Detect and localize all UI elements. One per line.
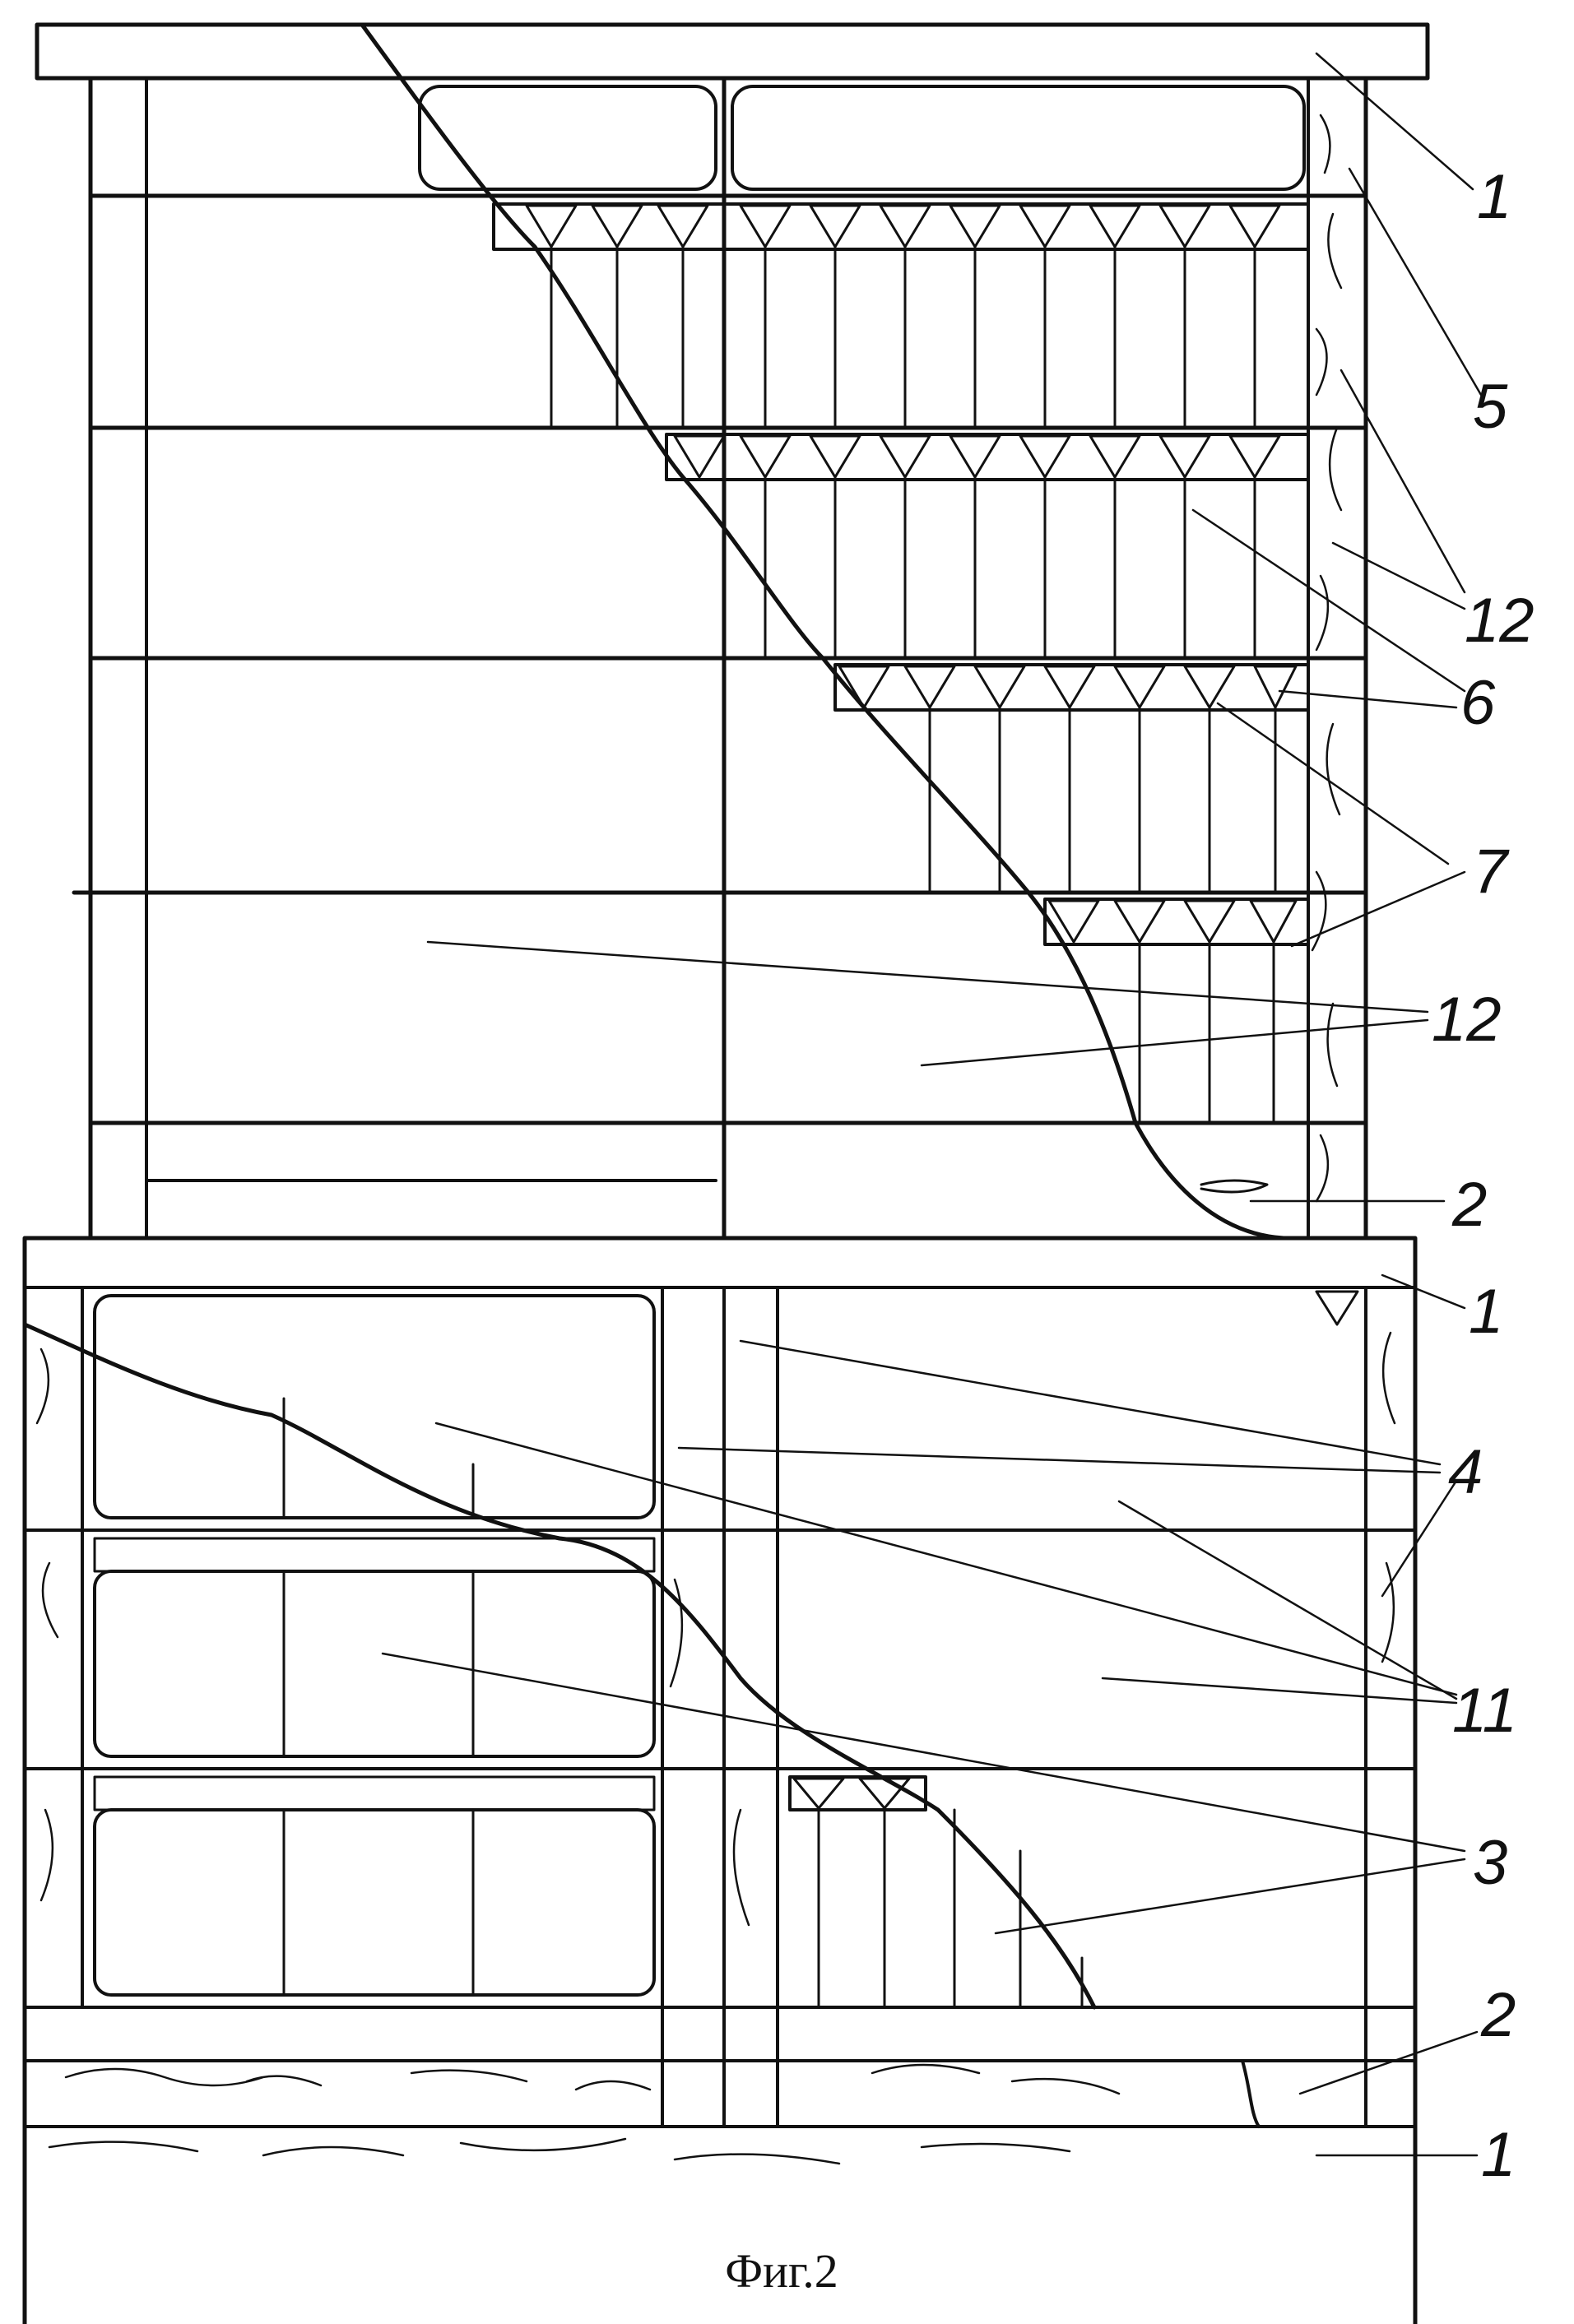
ref-11: 11 (1452, 1676, 1517, 1746)
ref-6: 6 (1460, 668, 1496, 738)
upper-body (35, 22, 1430, 1241)
lower-frame (22, 1236, 1418, 2324)
insulation-pillow-left (418, 85, 717, 191)
frames-row-1 (492, 202, 1310, 429)
ref-1-middle: 1 (1469, 1277, 1503, 1347)
frames-row-3 (833, 663, 1310, 894)
wood-texture-upper (1311, 114, 1343, 1203)
ref-2-lower: 2 (1480, 1980, 1516, 2050)
ref-1-top: 1 (1477, 162, 1511, 232)
ref-5: 5 (1473, 372, 1508, 442)
ref-2-upper: 2 (1451, 1170, 1487, 1240)
ref-12-upper: 12 (1465, 586, 1535, 656)
figure-caption: Фиг.2 (725, 2244, 838, 2298)
ref-1-bottom: 1 (1481, 2120, 1516, 2190)
cutaway-line-lower (22, 1322, 1097, 2010)
insulation-pillow-right (731, 85, 1306, 191)
cutaway-line-upper (360, 22, 1286, 1241)
frames-row-2 (665, 433, 1310, 660)
leader-lines (381, 52, 1483, 2157)
reference-numerals: 1 5 12 6 7 12 2 1 4 11 3 2 1 (1432, 162, 1535, 2190)
frames-row-4 (1043, 898, 1310, 1125)
lower-body (22, 1236, 1418, 2324)
ref-3: 3 (1473, 1828, 1507, 1898)
ref-4: 4 (1448, 1437, 1483, 1507)
ref-12-lower: 12 (1432, 985, 1502, 1055)
ref-7: 7 (1473, 837, 1510, 907)
wood-texture-lower (35, 1331, 1396, 2165)
roof-board (35, 22, 1430, 81)
lower-left-frames (93, 1294, 656, 1997)
